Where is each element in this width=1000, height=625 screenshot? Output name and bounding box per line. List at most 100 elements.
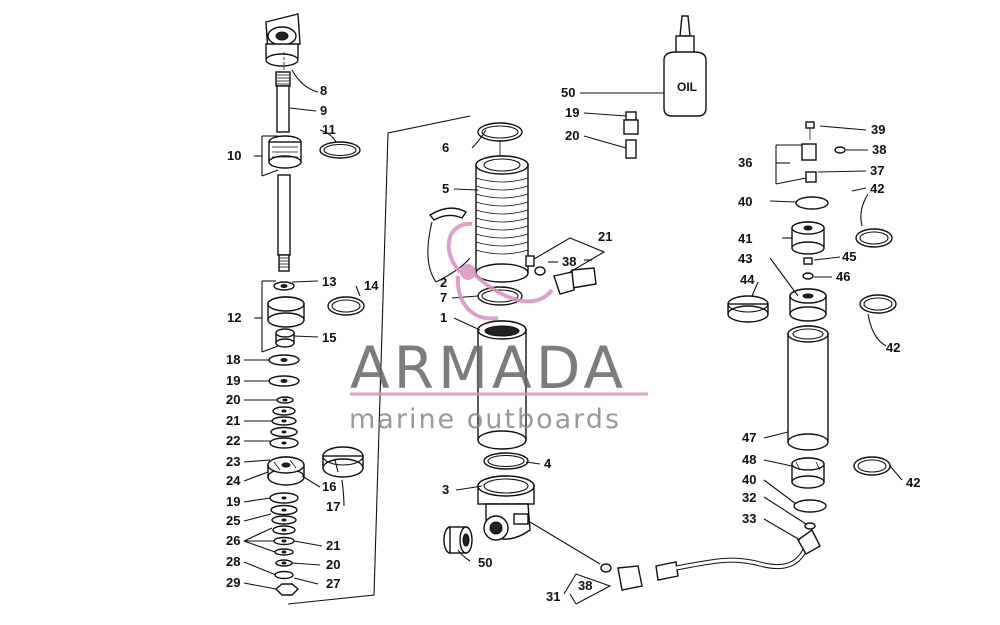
callout-1: 1 — [440, 310, 447, 325]
circlip-40-lower — [793, 499, 827, 513]
seal-head — [268, 135, 302, 169]
callout-30: 19 — [565, 105, 579, 120]
callout-32: 21 — [598, 229, 612, 244]
damper-rod — [276, 85, 290, 133]
callout-43: 43 — [738, 251, 752, 266]
callout-46: 46 — [836, 269, 850, 284]
clip-2 — [428, 207, 468, 221]
callout-5: 5 — [442, 181, 449, 196]
valve-piston-24 — [267, 456, 305, 486]
callout-33: 31 — [546, 589, 560, 604]
reservoir-end-cap-48 — [791, 457, 825, 489]
callout-19-lower: 19 — [226, 494, 240, 509]
callout-20: 20 — [226, 392, 240, 407]
callout-21-lower: 21 — [326, 538, 340, 553]
callout-24: 24 — [226, 473, 241, 488]
shim-stack-lower — [269, 492, 299, 580]
callout-31: 20 — [565, 128, 579, 143]
bushing-49 — [443, 526, 473, 554]
reservoir-tube-47 — [787, 325, 829, 451]
watermark: ARMADA marine outboards — [349, 221, 648, 435]
callout-16: 16 — [322, 479, 336, 494]
callout-13: 13 — [322, 274, 336, 289]
callout-38-lower: 38 — [578, 578, 592, 593]
propeller-logo-icon — [446, 221, 554, 321]
screw-45 — [803, 257, 813, 265]
callout-37: 37 — [870, 163, 884, 178]
callout-35: 33 — [742, 511, 756, 526]
rod-eyelet — [265, 13, 301, 67]
callout-8: 8 — [320, 83, 327, 98]
callout-45: 45 — [842, 249, 856, 264]
reservoir-assembly — [727, 121, 897, 530]
assembly-guide-line — [287, 115, 471, 605]
washer-38 — [534, 266, 546, 276]
callout-44: 44 — [740, 272, 755, 287]
callout-38-right: 38 — [872, 142, 886, 157]
reservoir-cap-41 — [791, 221, 825, 255]
callout-36: 36 — [738, 155, 752, 170]
callout-3: 3 — [442, 482, 449, 497]
callout-39: 39 — [871, 122, 885, 137]
washer-34 — [804, 522, 816, 530]
callout-17: 17 — [326, 499, 340, 514]
bottom-mount-3 — [477, 475, 535, 541]
callout-7: 7 — [440, 290, 447, 305]
split-ring-17 — [322, 446, 364, 478]
damper-body-assembly — [428, 122, 535, 554]
callout-6: 6 — [442, 140, 449, 155]
plug-37 — [805, 171, 817, 183]
callout-14: 14 — [364, 278, 379, 293]
callout-19: 19 — [226, 373, 240, 388]
callout-labels: 8 9 10 11 12 13 14 15 18 19 20 21 22 23 … — [226, 83, 920, 604]
fitting-31 — [625, 139, 637, 159]
callout-49: 50 — [478, 555, 492, 570]
screw-39 — [805, 121, 815, 129]
callout-2: 2 — [440, 275, 447, 290]
callout-47: 47 — [742, 430, 756, 445]
callout-50: 50 — [561, 85, 575, 100]
leader-lines — [243, 69, 903, 605]
callout-29: 29 — [226, 575, 240, 590]
upper-hose-assembly — [534, 111, 693, 295]
lower-hose-assembly — [529, 521, 821, 591]
washer-38-right — [834, 146, 846, 154]
callout-18: 18 — [226, 352, 240, 367]
callout-26: 26 — [226, 533, 240, 548]
callout-9: 9 — [320, 103, 327, 118]
callout-42-a: 42 — [870, 181, 884, 196]
callout-42-c: 42 — [906, 475, 920, 490]
callout-12: 12 — [227, 310, 241, 325]
callout-11: 11 — [322, 122, 336, 137]
callout-15: 15 — [322, 330, 336, 345]
washer-46 — [802, 272, 814, 280]
callout-10: 10 — [227, 148, 241, 163]
callout-20-lower: 20 — [326, 557, 340, 572]
callout-28: 28 — [226, 554, 240, 569]
bushing-15 — [275, 328, 295, 348]
callout-41: 41 — [738, 231, 752, 246]
watermark-title: ARMADA — [350, 334, 627, 402]
nut-29 — [274, 583, 300, 596]
piston-12 — [267, 296, 305, 328]
piston-rod — [277, 174, 291, 256]
callout-4: 4 — [544, 456, 552, 471]
callout-25: 25 — [226, 513, 240, 528]
callout-38-upper: 38 — [562, 254, 576, 269]
callout-34: 32 — [742, 490, 756, 505]
callout-42-b: 42 — [886, 340, 900, 355]
watermark-subtitle: marine outboards — [349, 404, 621, 435]
split-ring-44 — [727, 295, 769, 323]
callout-40: 40 — [738, 194, 752, 209]
cylinder-1 — [477, 320, 527, 450]
piston-rod-assembly — [265, 13, 365, 596]
shim-stack-upper — [268, 354, 300, 449]
washer-38-lower — [600, 563, 612, 573]
threaded-body-5 — [475, 155, 535, 283]
oil-bottle-50: OIL — [663, 15, 707, 117]
callout-48: 48 — [742, 452, 756, 467]
callout-22: 22 — [226, 433, 240, 448]
bottle-label: OIL — [677, 80, 697, 94]
fitting-30 — [625, 111, 637, 121]
